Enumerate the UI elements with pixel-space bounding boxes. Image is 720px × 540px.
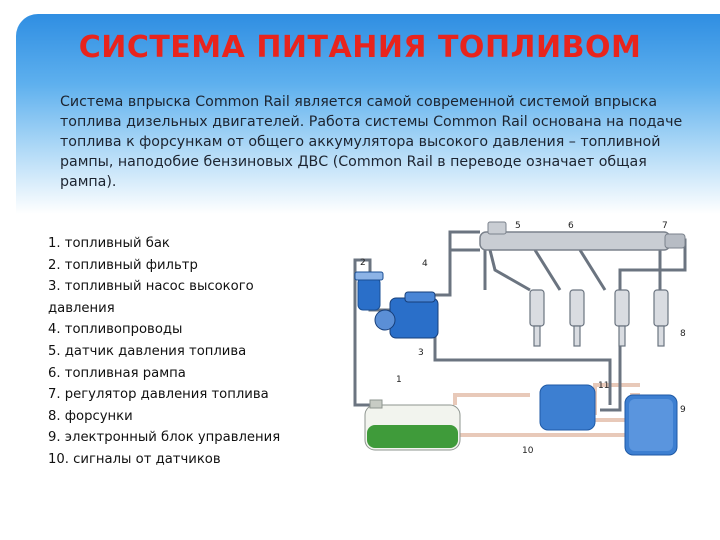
high-pressure-pump-icon: [374, 291, 439, 339]
legend-item: 7. регулятор давления топлива: [48, 387, 269, 403]
label-9: 9: [680, 405, 686, 415]
label-10: 10: [522, 446, 534, 456]
label-11: 11: [598, 381, 609, 391]
intro-line: рампа).: [60, 174, 117, 190]
injector-icon: [529, 289, 669, 347]
diagram-numbers: 1 2 3 4 5 6 7 8 9 10 11: [360, 221, 686, 456]
slide-title: СИСТЕМА ПИТАНИЯ ТОПЛИВОМ: [78, 30, 642, 65]
legend-item: 1. топливный бак: [48, 236, 170, 251]
intro-line: Система впрыска Common Rail является сам…: [60, 94, 658, 110]
label-4: 4: [422, 259, 428, 269]
label-1: 1: [396, 375, 402, 385]
component-legend: 1. топливный бак 2. топливный фильтр 3. …: [48, 233, 338, 471]
fuel-rail-icon: [479, 221, 686, 251]
label-2: 2: [360, 258, 366, 268]
label-3: 3: [418, 348, 424, 358]
legend-item: 4. топливопроводы: [48, 322, 183, 338]
legend-item: 5. датчик давления топлива: [48, 343, 247, 359]
label-5: 5: [515, 221, 521, 231]
fuel-filter-icon: [354, 271, 384, 311]
sensor-box-icon: [539, 384, 596, 431]
diagram-svg: 1 2 3 4 5 6 7 8 9 10 11: [353, 221, 687, 456]
ecu-icon: [624, 394, 678, 456]
common-rail-diagram: 1 2 3 4 5 6 7 8 9 10 11: [340, 210, 720, 480]
intro-line: рампы, наподобие бензиновых ДВС (Common …: [60, 154, 647, 170]
intro-paragraph: Система впрыска Common Rail является сам…: [60, 92, 720, 192]
intro-line: топлива к форсункам от общего аккумулято…: [60, 134, 661, 150]
label-7: 7: [662, 221, 668, 231]
intro-line: топлива дизельных двигателей. Работа сис…: [60, 114, 683, 130]
fuel-tank-icon: [364, 399, 461, 451]
legend-item: давления: [48, 300, 115, 316]
legend-item: 8. форсунки: [48, 408, 133, 424]
legend-item: 2. топливный фильтр: [48, 257, 198, 273]
legend-item: 6. топливная рампа: [48, 365, 186, 381]
label-8: 8: [680, 329, 686, 339]
legend-item: 10. сигналы от датчиков: [48, 451, 221, 467]
legend-item: 9. электронный блок управления: [48, 430, 281, 446]
header-background: [16, 14, 720, 214]
legend-item: 3. топливный насос высокого: [48, 279, 254, 295]
label-6: 6: [568, 221, 574, 231]
